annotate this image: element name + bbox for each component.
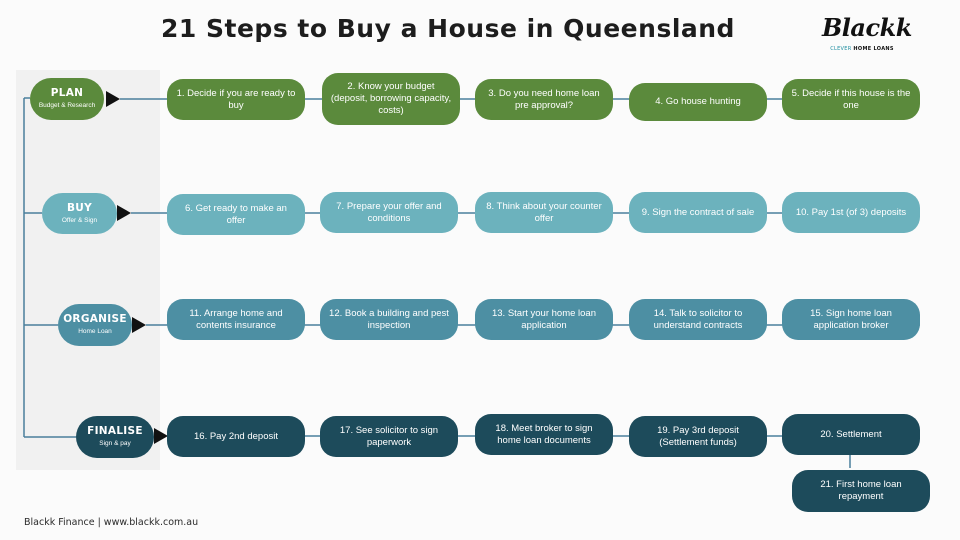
blackk-logo: Blackk CLEVER HOME LOANS [822,13,912,53]
step-11: 11. Arrange home and contents insurance [167,299,305,340]
logo-tagline-clever: CLEVER [830,46,854,52]
logo-wordmark: Blackk [822,13,912,42]
logo-tagline: CLEVER HOME LOANS [822,46,902,52]
stage-finalise-name: FINALISE [87,425,143,437]
step-10: 10. Pay 1st (of 3) deposits [782,192,920,233]
stage-plan-sub: Budget & Research [38,102,96,109]
stage-finalise: FINALISE Sign & pay [76,416,154,458]
buy-arrow-icon [117,205,131,221]
step-19: 19. Pay 3rd deposit (Settlement funds) [629,416,767,457]
step-6: 6. Get ready to make an offer [167,194,305,235]
step-17: 17. See solicitor to sign paperwork [320,416,458,457]
step-2: 2. Know your budget (deposit, borrowing … [322,73,460,125]
step-3: 3. Do you need home loan pre approval? [475,79,613,120]
logo-tagline-home-loans: HOME LOANS [853,46,894,52]
step-20: 20. Settlement [782,414,920,455]
stage-plan: PLAN Budget & Research [30,78,104,120]
finalise-arrow-icon [154,428,168,444]
organise-arrow-icon [132,317,146,333]
plan-arrow-icon [106,91,120,107]
step-13: 13. Start your home loan application [475,299,613,340]
stage-buy: BUY Offer & Sign [42,193,117,234]
step-8: 8. Think about your counter offer [475,192,613,233]
stage-organise-sub: Home Loan [78,328,112,335]
step-1: 1. Decide if you are ready to buy [167,79,305,120]
step-7: 7. Prepare your offer and conditions [320,192,458,233]
step-21: 21. First home loan repayment [792,470,930,512]
step-16: 16. Pay 2nd deposit [167,416,305,457]
step-9: 9. Sign the contract of sale [629,192,767,233]
stage-finalise-sub: Sign & pay [99,440,131,447]
page-title: 21 Steps to Buy a House in Queensland [161,14,735,43]
stage-organise-name: ORGANISE [63,313,127,325]
step-5: 5. Decide if this house is the one [782,79,920,120]
step-14: 14. Talk to solicitor to understand cont… [629,299,767,340]
step-15: 15. Sign home loan application broker [782,299,920,340]
stage-organise: ORGANISE Home Loan [58,304,132,346]
stage-buy-sub: Offer & Sign [61,216,98,224]
stage-plan-name: PLAN [50,87,84,99]
step-12: 12. Book a building and pest inspection [320,299,458,340]
footer-text: Blackk Finance | www.blackk.com.au [24,517,199,528]
step-18: 18. Meet broker to sign home loan docume… [475,414,613,455]
stage-buy-name: BUY [66,201,93,214]
stage-column-background [16,70,160,470]
step-4: 4. Go house hunting [629,83,767,121]
